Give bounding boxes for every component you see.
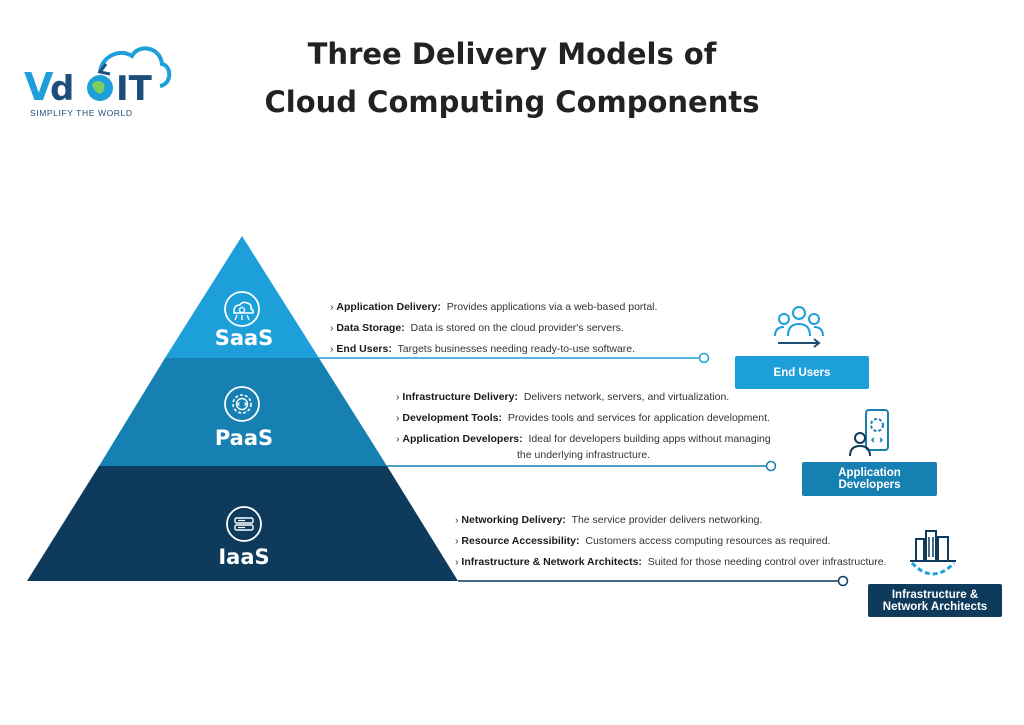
title-line-2: Cloud Computing Components bbox=[264, 85, 760, 119]
title-line-1: Three Delivery Models of bbox=[307, 37, 717, 71]
bullet-item: › Development Tools: Provides tools and … bbox=[396, 412, 770, 424]
saas-connector-dot bbox=[698, 352, 710, 364]
role-infrastructure-architects: Infrastructure & Network Architects bbox=[868, 584, 1002, 617]
developer-phone-icon bbox=[849, 409, 889, 457]
bullet-item: › Infrastructure & Network Architects: S… bbox=[455, 556, 887, 568]
svg-text:IT: IT bbox=[116, 69, 153, 109]
role-end-users: End Users bbox=[735, 356, 869, 389]
server-icon bbox=[226, 506, 262, 542]
city-gear-icon bbox=[910, 530, 956, 576]
svg-text:d: d bbox=[50, 69, 74, 109]
bullet-item: › Application Developers: Ideal for deve… bbox=[396, 433, 771, 461]
gear-code-icon bbox=[224, 386, 260, 422]
logo-tagline: SIMPLIFY THE WORLD bbox=[30, 108, 133, 118]
paas-bullets: › Infrastructure Delivery: Delivers netw… bbox=[396, 390, 771, 461]
svg-text:V: V bbox=[24, 65, 54, 109]
tier-label-saas: SaaS bbox=[214, 326, 274, 350]
vdoit-logo: V d IT bbox=[24, 46, 172, 109]
bullet-item: › Infrastructure Delivery: Delivers netw… bbox=[396, 391, 730, 403]
iaas-connector-dot bbox=[837, 575, 849, 587]
bullet-item: › Application Delivery: Provides applica… bbox=[330, 301, 658, 313]
role-application-developers: Application Developers bbox=[802, 462, 937, 496]
paas-tier bbox=[99, 358, 387, 466]
cloud-gear-icon bbox=[224, 291, 260, 327]
bullet-item: › End Users: Targets businesses needing … bbox=[330, 343, 636, 355]
saas-tier bbox=[165, 236, 319, 358]
paas-connector-dot bbox=[765, 460, 777, 472]
bullet-item: › Networking Delivery: The service provi… bbox=[455, 514, 763, 526]
users-group-icon bbox=[774, 306, 824, 348]
saas-bullets: › Application Delivery: Provides applica… bbox=[330, 300, 657, 363]
bullet-item: › Resource Accessibility: Customers acce… bbox=[455, 535, 831, 547]
page-title: Three Delivery Models of Cloud Computing… bbox=[200, 30, 824, 126]
bullet-item: › Data Storage: Data is stored on the cl… bbox=[330, 322, 624, 334]
tier-label-paas: PaaS bbox=[214, 426, 274, 450]
tier-label-iaas: IaaS bbox=[218, 545, 270, 569]
iaas-bullets: › Networking Delivery: The service provi… bbox=[455, 513, 886, 576]
